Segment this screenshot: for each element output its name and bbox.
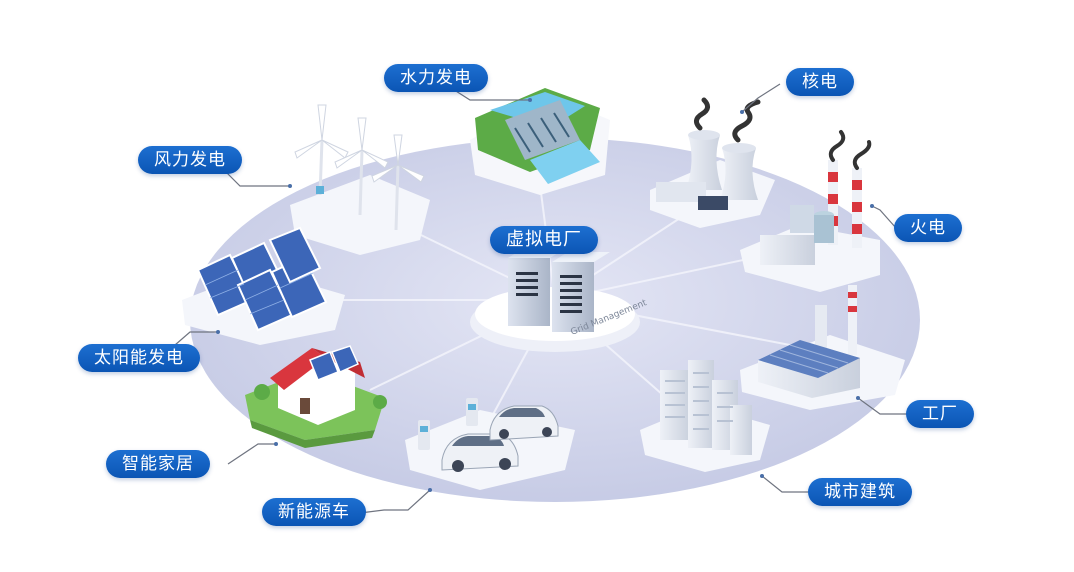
- label-factory: 工厂: [906, 400, 974, 428]
- factory-icon: [740, 285, 905, 410]
- label-wind: 风力发电: [138, 146, 242, 174]
- thermal-plant-icon: [740, 130, 880, 292]
- label-smart-home: 智能家居: [106, 450, 210, 478]
- label-hydro: 水力发电: [384, 64, 488, 92]
- wind-turbines-icon: [290, 104, 430, 255]
- hydro-dam-icon: [470, 88, 610, 195]
- leader-dots: [216, 98, 874, 492]
- nuclear-plant-icon: [650, 97, 775, 228]
- label-nuclear: 核电: [786, 68, 854, 96]
- solar-panels-icon: [182, 226, 345, 345]
- label-solar: 太阳能发电: [78, 344, 200, 372]
- label-city-buildings: 城市建筑: [808, 478, 912, 506]
- center-hub: Grid Management: [470, 248, 649, 352]
- label-ev: 新能源车: [262, 498, 366, 526]
- label-thermal: 火电: [894, 214, 962, 242]
- ev-charging-icon: [405, 398, 575, 490]
- server-rack-left: [508, 258, 550, 326]
- label-virtual-power-plant: 虚拟电厂: [490, 226, 598, 254]
- city-buildings-icon: [640, 360, 770, 472]
- smart-home-icon: [245, 345, 387, 448]
